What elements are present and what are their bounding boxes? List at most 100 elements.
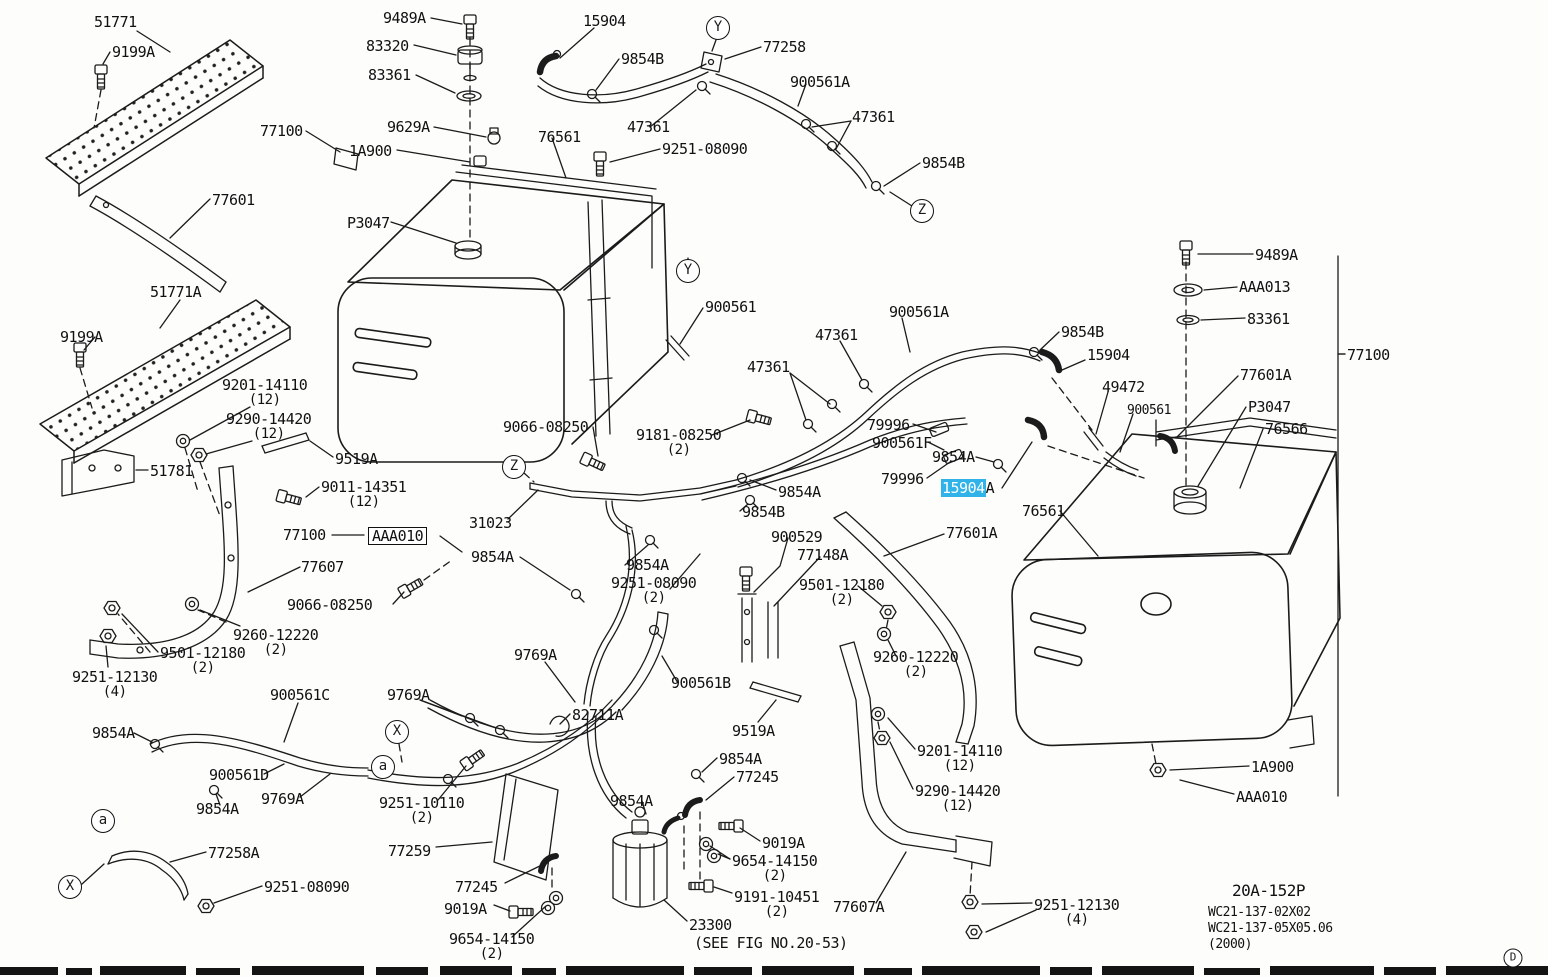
part-label-77245: 77245 <box>455 878 498 896</box>
part-label-9251-08090: 9251-08090(2) <box>611 574 697 606</box>
strip-77258A <box>107 850 189 901</box>
part-label-qty: (12) <box>941 798 974 814</box>
part-label-9251-08090: 9251-08090 <box>264 878 350 896</box>
view-ref-a: a <box>91 809 115 833</box>
part-label-qty: (2) <box>263 642 288 658</box>
part-label-9854a: 9854A <box>471 548 514 566</box>
part-label-20a-152p: 20A-152P <box>1232 881 1306 900</box>
hose-to-filter <box>583 525 637 819</box>
part-label-83361: 83361 <box>368 66 411 84</box>
elbow-77245-right <box>682 797 703 818</box>
part-label-77258: 77258 <box>763 38 806 56</box>
part-label-9066-08250: 9066-08250 <box>503 418 589 436</box>
part-label-9201-14110: 9201-14110(12) <box>917 742 1003 774</box>
view-ref-y: Y <box>706 16 730 40</box>
part-label-77100: 77100 <box>1347 346 1390 364</box>
bracket-77258 <box>700 51 723 73</box>
part-label-9201-14110: 9201-14110(12) <box>222 376 308 408</box>
part-label-9251-10110: 9251-10110(2) <box>379 794 465 826</box>
part-label-77100: 77100 <box>283 526 326 544</box>
union-79996 <box>929 421 964 465</box>
view-ref-z: Z <box>502 455 526 479</box>
view-ref-x: X <box>385 720 409 744</box>
part-label-51771a: 51771A <box>150 283 202 301</box>
step-plate-51771A <box>39 299 291 464</box>
part-label-900561d: 900561D <box>209 766 269 784</box>
fuel-line-main <box>699 346 1043 501</box>
part-label-9019a: 9019A <box>444 900 487 918</box>
fuel-tank-76561 <box>337 179 669 463</box>
part-label-76561: 76561 <box>1022 502 1065 520</box>
part-label-9489a: 9489A <box>383 9 426 27</box>
part-label-p3047: P3047 <box>1248 398 1291 416</box>
part-label-qty: (12) <box>943 758 976 774</box>
part-label-79996: 79996 <box>881 470 924 488</box>
scan-artifact-bar <box>0 966 1548 975</box>
part-label-9854a: 9854A <box>932 448 975 466</box>
part-label-23300: 23300 <box>689 916 732 934</box>
part-label-9011-14351: 9011-14351(12) <box>321 478 407 510</box>
part-label-77607a: 77607A <box>833 898 885 916</box>
bracket-77259 <box>493 773 559 881</box>
hose-900561CD <box>149 733 369 777</box>
step-plate-51771 <box>45 39 264 197</box>
part-label-9654-14150: 9654-14150(2) <box>449 930 535 962</box>
part-label-82711a: 82711A <box>572 706 624 724</box>
rod-900561-mid <box>665 335 690 361</box>
part-label-77259: 77259 <box>388 842 431 860</box>
part-label-9854b: 9854B <box>742 503 785 521</box>
part-label-79996: 79996 <box>867 416 910 434</box>
part-label-77601a: 77601A <box>946 524 998 542</box>
view-ref-y: Y <box>676 259 700 283</box>
part-label-77601a: 77601A <box>1240 366 1292 384</box>
plug-1A900-left <box>473 155 487 167</box>
part-label-2000: (2000) <box>1208 937 1252 952</box>
pin-49472 <box>1083 427 1104 451</box>
part-label-qty: (4) <box>102 684 127 700</box>
part-label-qty: (12) <box>252 426 285 442</box>
part-label-76561: 76561 <box>538 128 581 146</box>
part-label-9199a: 9199A <box>112 43 155 61</box>
part-label-9290-14420: 9290-14420(12) <box>226 410 312 442</box>
part-label-15904: 15904 <box>1087 346 1130 364</box>
washer-AAA013 <box>1173 283 1203 297</box>
part-label-highlighted[interactable]: 15904A <box>941 479 995 497</box>
pin-9519A-right <box>749 681 802 703</box>
part-label-9854a: 9854A <box>610 792 653 810</box>
view-ref-d: D <box>1503 948 1523 968</box>
part-label-51771: 51771 <box>94 13 137 31</box>
part-label-77245: 77245 <box>736 768 779 786</box>
elbow-15904-top <box>536 49 562 76</box>
elbow-15904-mid <box>1038 348 1063 374</box>
part-label-9181-08250: 9181-08250(2) <box>636 426 722 458</box>
elbow-15904A-highlighted <box>1024 416 1048 441</box>
part-label-9629a: 9629A <box>387 118 430 136</box>
part-label-900561: 900561 <box>705 298 757 316</box>
part-label-900561f: 900561F <box>872 434 932 452</box>
part-label-51781: 51781 <box>150 462 193 480</box>
view-ref-z: Z <box>910 199 934 223</box>
part-label-83361: 83361 <box>1247 310 1290 328</box>
part-label-9501-12180: 9501-12180(2) <box>799 576 885 608</box>
part-label-77607: 77607 <box>301 558 344 576</box>
part-label-9769a: 9769A <box>261 790 304 808</box>
bracket-77148A <box>737 593 779 663</box>
part-label-9191-10451: 9191-10451(2) <box>734 888 820 920</box>
clip-82711A <box>549 715 570 737</box>
breather-9629A <box>487 127 501 145</box>
part-label-49472: 49472 <box>1102 378 1145 396</box>
part-label-9854a: 9854A <box>626 556 669 574</box>
part-label-9854b: 9854B <box>922 154 965 172</box>
view-ref-a: a <box>371 755 395 779</box>
part-label-76566: 76566 <box>1265 420 1308 438</box>
part-label-47361: 47361 <box>747 358 790 376</box>
gasket-83361-left <box>456 90 482 102</box>
part-label-9251-12130: 9251-12130(4) <box>1034 896 1120 928</box>
part-label-47361: 47361 <box>815 326 858 344</box>
part-label-9489a: 9489A <box>1255 246 1298 264</box>
part-label-9019a: 9019A <box>762 834 805 852</box>
part-label-9854a: 9854A <box>196 800 239 818</box>
